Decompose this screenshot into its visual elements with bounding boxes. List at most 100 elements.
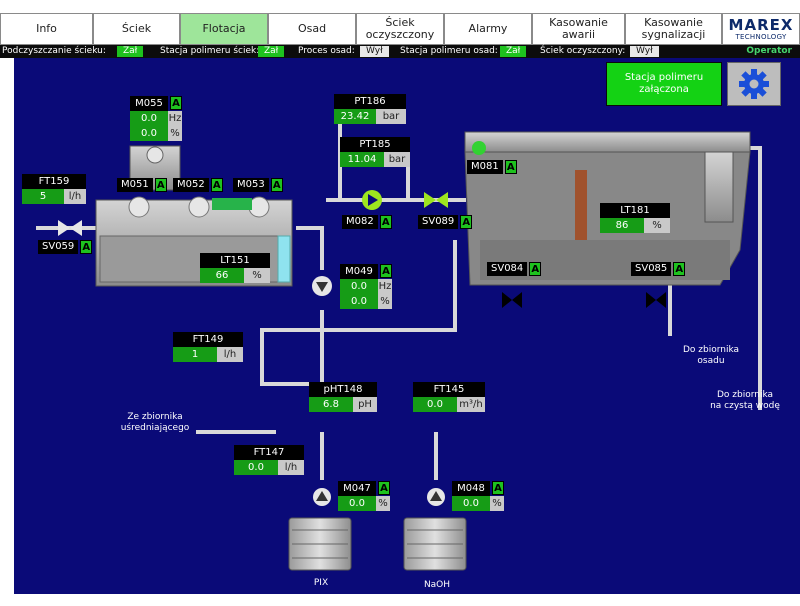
tab-osad[interactable]: Osad (268, 13, 356, 45)
tag-m048-pct-unit: % (490, 496, 504, 511)
tag-lt181[interactable]: LT181 86% (600, 203, 670, 233)
pump-m047-icon[interactable] (313, 488, 331, 506)
tag-pt186-value: 23.42 (334, 109, 376, 124)
tag-m049-hz: 0.0 (340, 279, 378, 294)
valve-sv085-icon[interactable] (646, 292, 666, 308)
tag-ft149-value: 1 (173, 347, 217, 362)
status-sciek-oczyszczony-value: Wył (630, 46, 659, 57)
label-do-zbiornika-czysta-woda: Do zbiornika na czystą wodę (710, 390, 780, 411)
device-m051-name: M051 (117, 178, 153, 192)
tab-kasowanie-sygnalizacji[interactable]: Kasowanie sygnalizacji (625, 13, 722, 45)
tag-m055-hz: 0.0 (130, 111, 168, 126)
polymer-station-button[interactable]: Stacja polimeru załączona (606, 62, 722, 106)
tag-m049-pct-unit: % (378, 294, 392, 309)
status-proces-osad-label: Proces osad: (298, 46, 355, 56)
tag-m048-pct: 0.0 (452, 496, 490, 511)
device-m081-name: M081 (467, 160, 503, 174)
pump-m048-icon[interactable] (427, 488, 445, 506)
device-m082-auto: A (379, 215, 392, 229)
tag-pt186-name: PT186 (334, 94, 406, 109)
tab-kasowanie-awarii[interactable]: Kasowanie awarii (532, 13, 625, 45)
pump-m082-icon[interactable] (362, 190, 382, 210)
tag-m049-name: M049 (340, 264, 378, 279)
main-nav: Info Ściek Flotacja Osad Ściek oczyszczo… (0, 13, 722, 45)
logo-name: MAREX (728, 15, 794, 34)
tag-ft159-unit: l/h (64, 189, 86, 204)
label-ze-zbiornika-usredniajacego: Ze zbiornika uśredniającego (120, 412, 190, 433)
pix-tank (288, 517, 352, 571)
valve-sv059-icon[interactable] (58, 220, 82, 236)
naoh-tank (403, 517, 467, 571)
device-sv085-name: SV085 (631, 262, 672, 276)
settings-button[interactable] (727, 62, 781, 106)
tag-m049-auto: A (380, 264, 392, 278)
tag-m048-name: M048 (452, 481, 490, 496)
label-do-zbiornika-osadu: Do zbiornika osadu (682, 345, 740, 366)
tag-m047-pct-unit: % (376, 496, 390, 511)
tag-lt181-unit: % (644, 218, 670, 233)
tag-pht148-name: pHT148 (309, 382, 377, 397)
status-stacja-osad-label: Stacja polimeru osad: (400, 46, 498, 56)
marex-logo: MAREX TECHNOLOGY (722, 13, 800, 45)
user-role: Operator (746, 46, 792, 56)
tag-ft159-name: FT159 (22, 174, 86, 189)
tag-ft145-name: FT145 (413, 382, 485, 397)
status-podczyszczanie-label: Podczyszczanie ścieku: (2, 46, 106, 56)
tag-m055-pct-unit: % (168, 126, 182, 141)
tag-ft145-value: 0.0 (413, 397, 457, 412)
device-m082-name: M082 (342, 215, 378, 229)
tag-m047-name: M047 (338, 481, 376, 496)
tag-m055-pct: 0.0 (130, 126, 168, 141)
tab-alarmy[interactable]: Alarmy (444, 13, 532, 45)
device-m081-auto: A (504, 160, 517, 174)
tag-ft147-name: FT147 (234, 445, 304, 460)
tab-sciek-oczyszczony[interactable]: Ściek oczyszczony (356, 13, 444, 45)
tag-ft159-value: 5 (22, 189, 64, 204)
tab-info[interactable]: Info (0, 13, 93, 45)
device-sv084-auto: A (529, 262, 542, 276)
device-sv085-auto: A (673, 262, 686, 276)
tab-sciek[interactable]: Ściek (93, 13, 180, 45)
tag-m049-pct: 0.0 (340, 294, 378, 309)
tag-m049-hz-unit: Hz (378, 279, 392, 294)
status-sciek-oczyszczony-label: Ściek oczyszczony: (540, 46, 626, 56)
pump-m049-icon[interactable] (312, 276, 332, 296)
valve-sv089-icon[interactable] (424, 192, 448, 208)
device-sv059-name: SV059 (38, 240, 79, 254)
tab-flotacja[interactable]: Flotacja (180, 13, 268, 45)
gear-icon (739, 69, 769, 99)
tag-pht148-unit: pH (353, 397, 377, 412)
device-m053-auto: A (270, 178, 283, 192)
tag-lt151[interactable]: LT151 66% (200, 253, 270, 283)
tag-pht148-value: 6.8 (309, 397, 353, 412)
valve-sv084-icon[interactable] (502, 292, 522, 308)
tag-ft145-unit: m³/h (457, 397, 485, 412)
status-stacja-sciek-value: Zał (258, 46, 285, 57)
status-stacja-sciek-label: Stacja polimeru ściek: (160, 46, 260, 56)
label-naoh: NaOH (423, 580, 451, 590)
tag-lt181-name: LT181 (600, 203, 670, 218)
tag-lt151-name: LT151 (200, 253, 270, 268)
tag-pt185-name: PT185 (340, 137, 410, 152)
